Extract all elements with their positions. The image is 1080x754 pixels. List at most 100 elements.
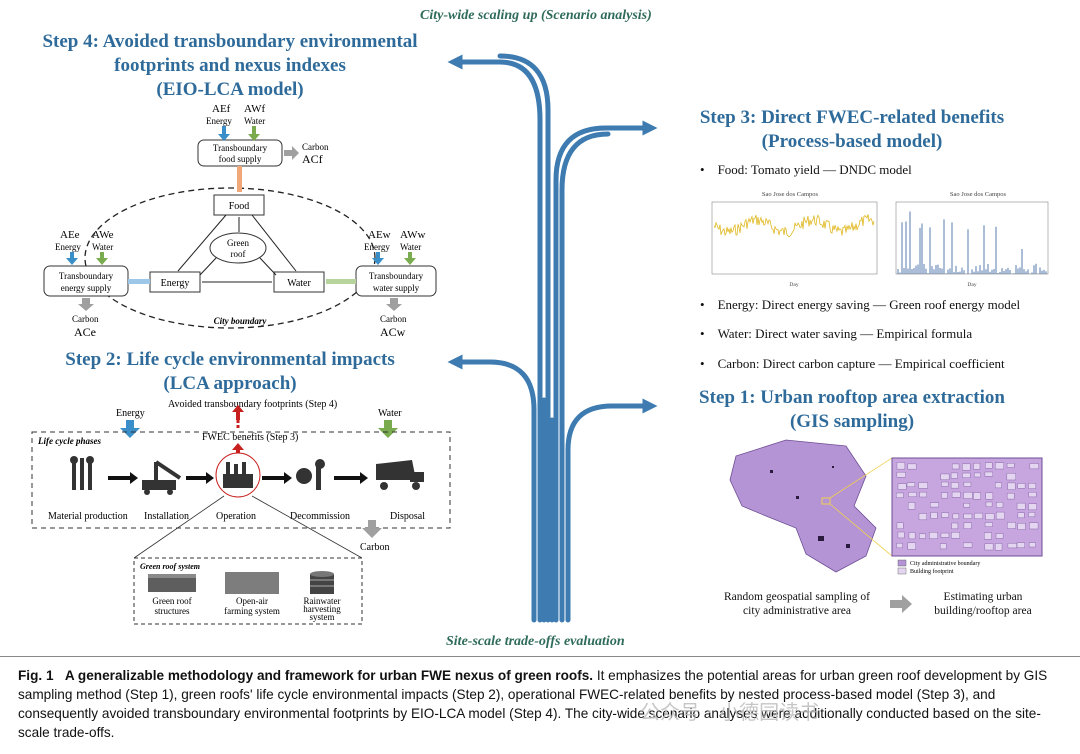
aw-e-water: Water (92, 242, 113, 252)
caption-body: It emphasizes the potential areas for ur… (18, 668, 1048, 740)
ae-e-energy: Energy (55, 242, 81, 252)
node-food-label: Food (229, 201, 250, 212)
grs-item3-line2: harvesting (303, 604, 341, 614)
chart-left-frame (711, 201, 878, 275)
farming-system-image (225, 572, 279, 594)
legend-building: Building footprint (910, 568, 954, 575)
bottom-label: Site-scale trade-offs evaluation (446, 634, 625, 649)
crane-icon (142, 460, 182, 495)
chart-left-title: Sao Jose dos Campos (762, 191, 819, 198)
phase-decommission: Decommission (290, 511, 350, 522)
step2-title-line2: (LCA approach) (163, 373, 297, 394)
legend-boundary: City administrative boundary (910, 561, 980, 567)
factory-icon (223, 462, 253, 488)
water-box-line2: water supply (373, 283, 420, 293)
bullet-energy: • Energy: Direct energy saving — Green r… (700, 297, 1021, 312)
aw-w-water: Water (400, 242, 421, 252)
ae-f-label: AEf (212, 103, 231, 115)
grs-item3-line1: Rainwater (304, 596, 341, 606)
temperature-series (713, 214, 875, 238)
central-trunk (447, 53, 658, 623)
tools-icon (70, 456, 94, 490)
arrow-to-step4 (447, 54, 543, 623)
node-water (273, 271, 325, 293)
food-box-line1: Transboundary (213, 143, 268, 153)
green-roof-line2: roof (231, 249, 246, 259)
energy-arrow-icon (218, 126, 230, 141)
step4-diagram: Transboundary food supply AEf Energy AWf… (43, 103, 437, 339)
caption-divider (0, 656, 1080, 657)
right-caption-line1: Estimating urban (943, 591, 1023, 603)
red-up-arrow (232, 405, 244, 420)
aw-w-label: AWw (400, 229, 425, 241)
water-arrow-icon (96, 252, 108, 265)
caption-title: A generalizable methodology and framewor… (64, 668, 594, 683)
step2-title-line1: Step 2: Life cycle environmental impacts (65, 349, 395, 370)
green-roof-system-label: Green roof system (140, 562, 200, 571)
bullet-water: • Water: Direct water saving — Empirical… (700, 326, 973, 341)
node-water-label: Water (287, 278, 311, 289)
food-link (237, 166, 242, 192)
phase-disposal: Disposal (390, 511, 425, 522)
carbon-e-label: Carbon (72, 314, 99, 324)
arrow-to-step3 (553, 120, 658, 623)
bolts-icon (296, 459, 325, 490)
step2-diagram: Avoided transboundary footprints (Step 4… (31, 399, 451, 625)
ae-w-label: AEw (368, 229, 391, 241)
life-cycle-phases-label: Life cycle phases (37, 436, 101, 446)
carbon-w-label: Carbon (380, 314, 407, 324)
aw-f-label: AWf (244, 103, 265, 115)
left-caption-line2: city administrative area (743, 605, 851, 617)
water-arrow-icon (248, 126, 260, 141)
step3-charts: Sao Jose dos Campos Day Sao Jose dos Cam… (711, 191, 1049, 288)
step4-title-line2: footprints and nexus indexes (114, 55, 346, 76)
bullet-food: • Food: Tomato yield — DNDC model (700, 162, 912, 177)
aw-f-water: Water (244, 116, 265, 126)
grs-item3-line3: system (309, 612, 334, 622)
step4-title-line1: Step 4: Avoided transboundary environmen… (42, 31, 418, 52)
water-arrow-icon (404, 252, 416, 265)
legend-building-swatch (897, 567, 907, 575)
legend-boundary-swatch (897, 559, 907, 567)
grs-item1-line1: Green roof (152, 596, 191, 606)
ae-e-label: AEe (60, 229, 80, 241)
step3-title: Step 3: Direct FWEC-related benefits (Pr… (672, 106, 1032, 154)
carbon-arrow-icon (386, 298, 402, 311)
energy-arrow-icon (66, 252, 78, 265)
life-cycle-box (31, 431, 451, 529)
step2-title: Step 2: Life cycle environmental impacts… (20, 348, 440, 396)
carbon-arrow-icon (284, 146, 299, 160)
step2-carbon-label: Carbon (360, 542, 389, 553)
step1-map: City administrative boundary Building fo… (729, 439, 1043, 575)
carbon-f-label: Carbon (302, 142, 329, 152)
dump-truck-icon (376, 460, 424, 490)
step4-title-line3: (EIO-LCA model) (156, 79, 304, 100)
grs-item1-line2: structures (155, 606, 190, 616)
energy-arrow-icon (372, 252, 384, 265)
figure-caption: Fig. 1 A generalizable methodology and f… (18, 666, 1068, 742)
chart-right-title: Sao Jose dos Campos (950, 191, 1007, 198)
step3-title-line1: Step 3: Direct FWEC-related benefits (699, 107, 1005, 128)
phase-operation: Operation (216, 511, 256, 522)
city-boundary-label: City boundary (214, 316, 268, 326)
fig-number: Fig. 1 (18, 668, 54, 683)
chart-right-xlabel: Day (967, 282, 976, 288)
green-roof-system-box (133, 557, 363, 625)
chart-right-frame (895, 201, 1049, 275)
energy-arrow-icon (120, 420, 140, 438)
step4-title: Step 4: Avoided transboundary environmen… (20, 30, 440, 102)
city-administrative-area (729, 439, 877, 573)
water-box-line1: Transboundary (369, 271, 424, 281)
node-energy-label: Energy (161, 278, 190, 289)
aw-e-label: AWe (92, 229, 114, 241)
ac-e-label: ACe (74, 325, 96, 339)
step1-title-line1: Step 1: Urban rooftop area extraction (699, 387, 1005, 408)
green-roof-node (209, 232, 267, 264)
chart-left-xlabel: Day (789, 282, 798, 288)
step1-gray-arrow (890, 595, 912, 613)
green-roof-line1: Green (227, 238, 249, 248)
left-caption-line1: Random geospatial sampling of (724, 591, 870, 603)
node-food (213, 194, 265, 216)
arrow-to-step1 (565, 398, 658, 623)
step2-energy-label: Energy (116, 408, 145, 419)
